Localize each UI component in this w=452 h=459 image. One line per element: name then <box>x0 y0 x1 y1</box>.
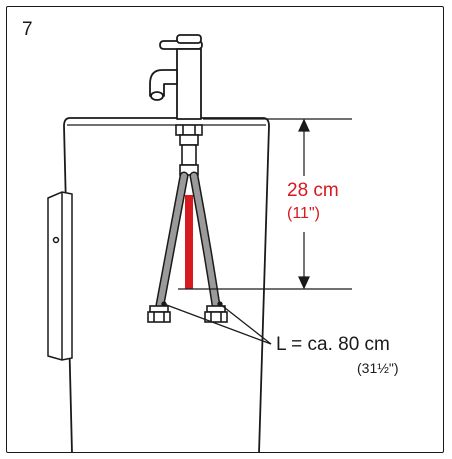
length-leader-lines <box>161 301 272 345</box>
hose-length-label: L = ca. 80 cm <box>276 334 390 355</box>
height-dimension-label: 28 cm <box>287 180 339 201</box>
height-dimension-inch-label: (11") <box>287 205 320 222</box>
side-panel <box>47 191 73 361</box>
hose-length-inch-label: (31½") <box>357 360 399 376</box>
mounting-nut <box>175 124 203 176</box>
flexible-hoses <box>155 171 221 310</box>
faucet <box>149 34 203 120</box>
height-dimension <box>178 118 352 290</box>
red-supply-pipe <box>185 195 193 289</box>
figure-frame <box>6 6 444 453</box>
basin-pedestal <box>63 117 270 454</box>
hose-end-nuts <box>147 305 228 323</box>
step-number: 7 <box>22 19 33 40</box>
